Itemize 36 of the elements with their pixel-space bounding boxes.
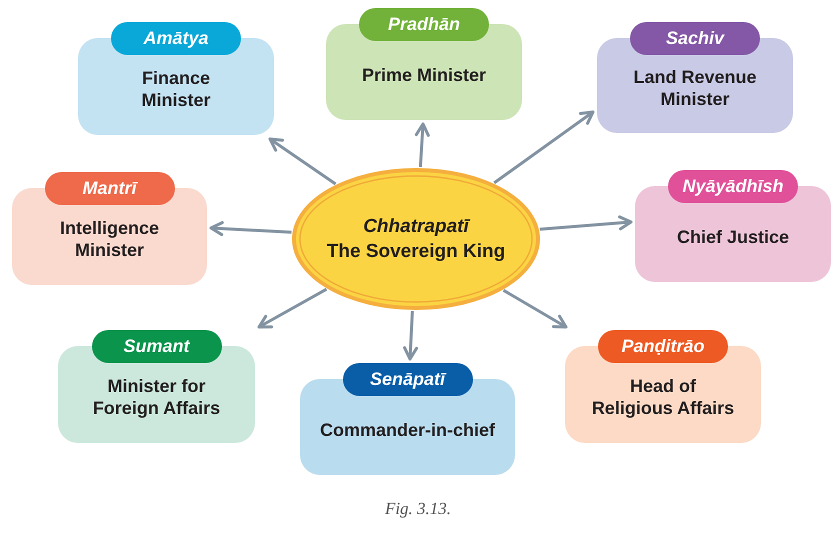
title-tag: Sumant <box>92 330 222 363</box>
title-tag: Senāpatī <box>342 363 472 396</box>
arrow <box>403 310 418 360</box>
oval-title: Chhatrapatī <box>363 215 469 239</box>
oval-subtitle: The Sovereign King <box>326 240 506 264</box>
arrow <box>210 221 292 236</box>
minister-card <box>300 363 515 475</box>
minister-card <box>12 172 207 285</box>
arrow <box>414 122 430 168</box>
title-tag: Sachiv <box>630 22 760 55</box>
title-tag: Pradhān <box>359 8 489 41</box>
role-text: Finance Minister <box>140 67 212 111</box>
central-oval <box>292 168 540 310</box>
minister-card <box>565 330 761 443</box>
arrow <box>493 110 594 184</box>
arrow <box>258 288 328 328</box>
role-text: Chief Justice <box>676 226 790 248</box>
role-text: Head of Religious Affairs <box>590 375 736 419</box>
role-text: Commander-in-chief <box>320 418 496 440</box>
title-tag: Panḍitrāo <box>598 330 728 363</box>
minister-card <box>597 22 793 133</box>
minister-card <box>326 8 522 120</box>
minister-card <box>58 330 255 443</box>
role-text: Land Revenue Minister <box>632 66 758 110</box>
arrow <box>502 289 568 328</box>
title-tag: Mantrī <box>44 172 174 205</box>
minister-card <box>635 170 831 282</box>
title-tag: Amātya <box>111 22 241 55</box>
arrow <box>540 215 632 231</box>
role-text: Minister for Foreign Affairs <box>92 375 222 419</box>
arrow <box>268 138 336 186</box>
minister-card <box>78 22 274 135</box>
title-tag: Nyāyādhīsh <box>668 170 798 203</box>
role-text: Prime Minister <box>362 64 486 86</box>
role-text: Intelligence Minister <box>58 217 160 261</box>
figure-caption: Fig. 3.13. <box>384 499 452 519</box>
